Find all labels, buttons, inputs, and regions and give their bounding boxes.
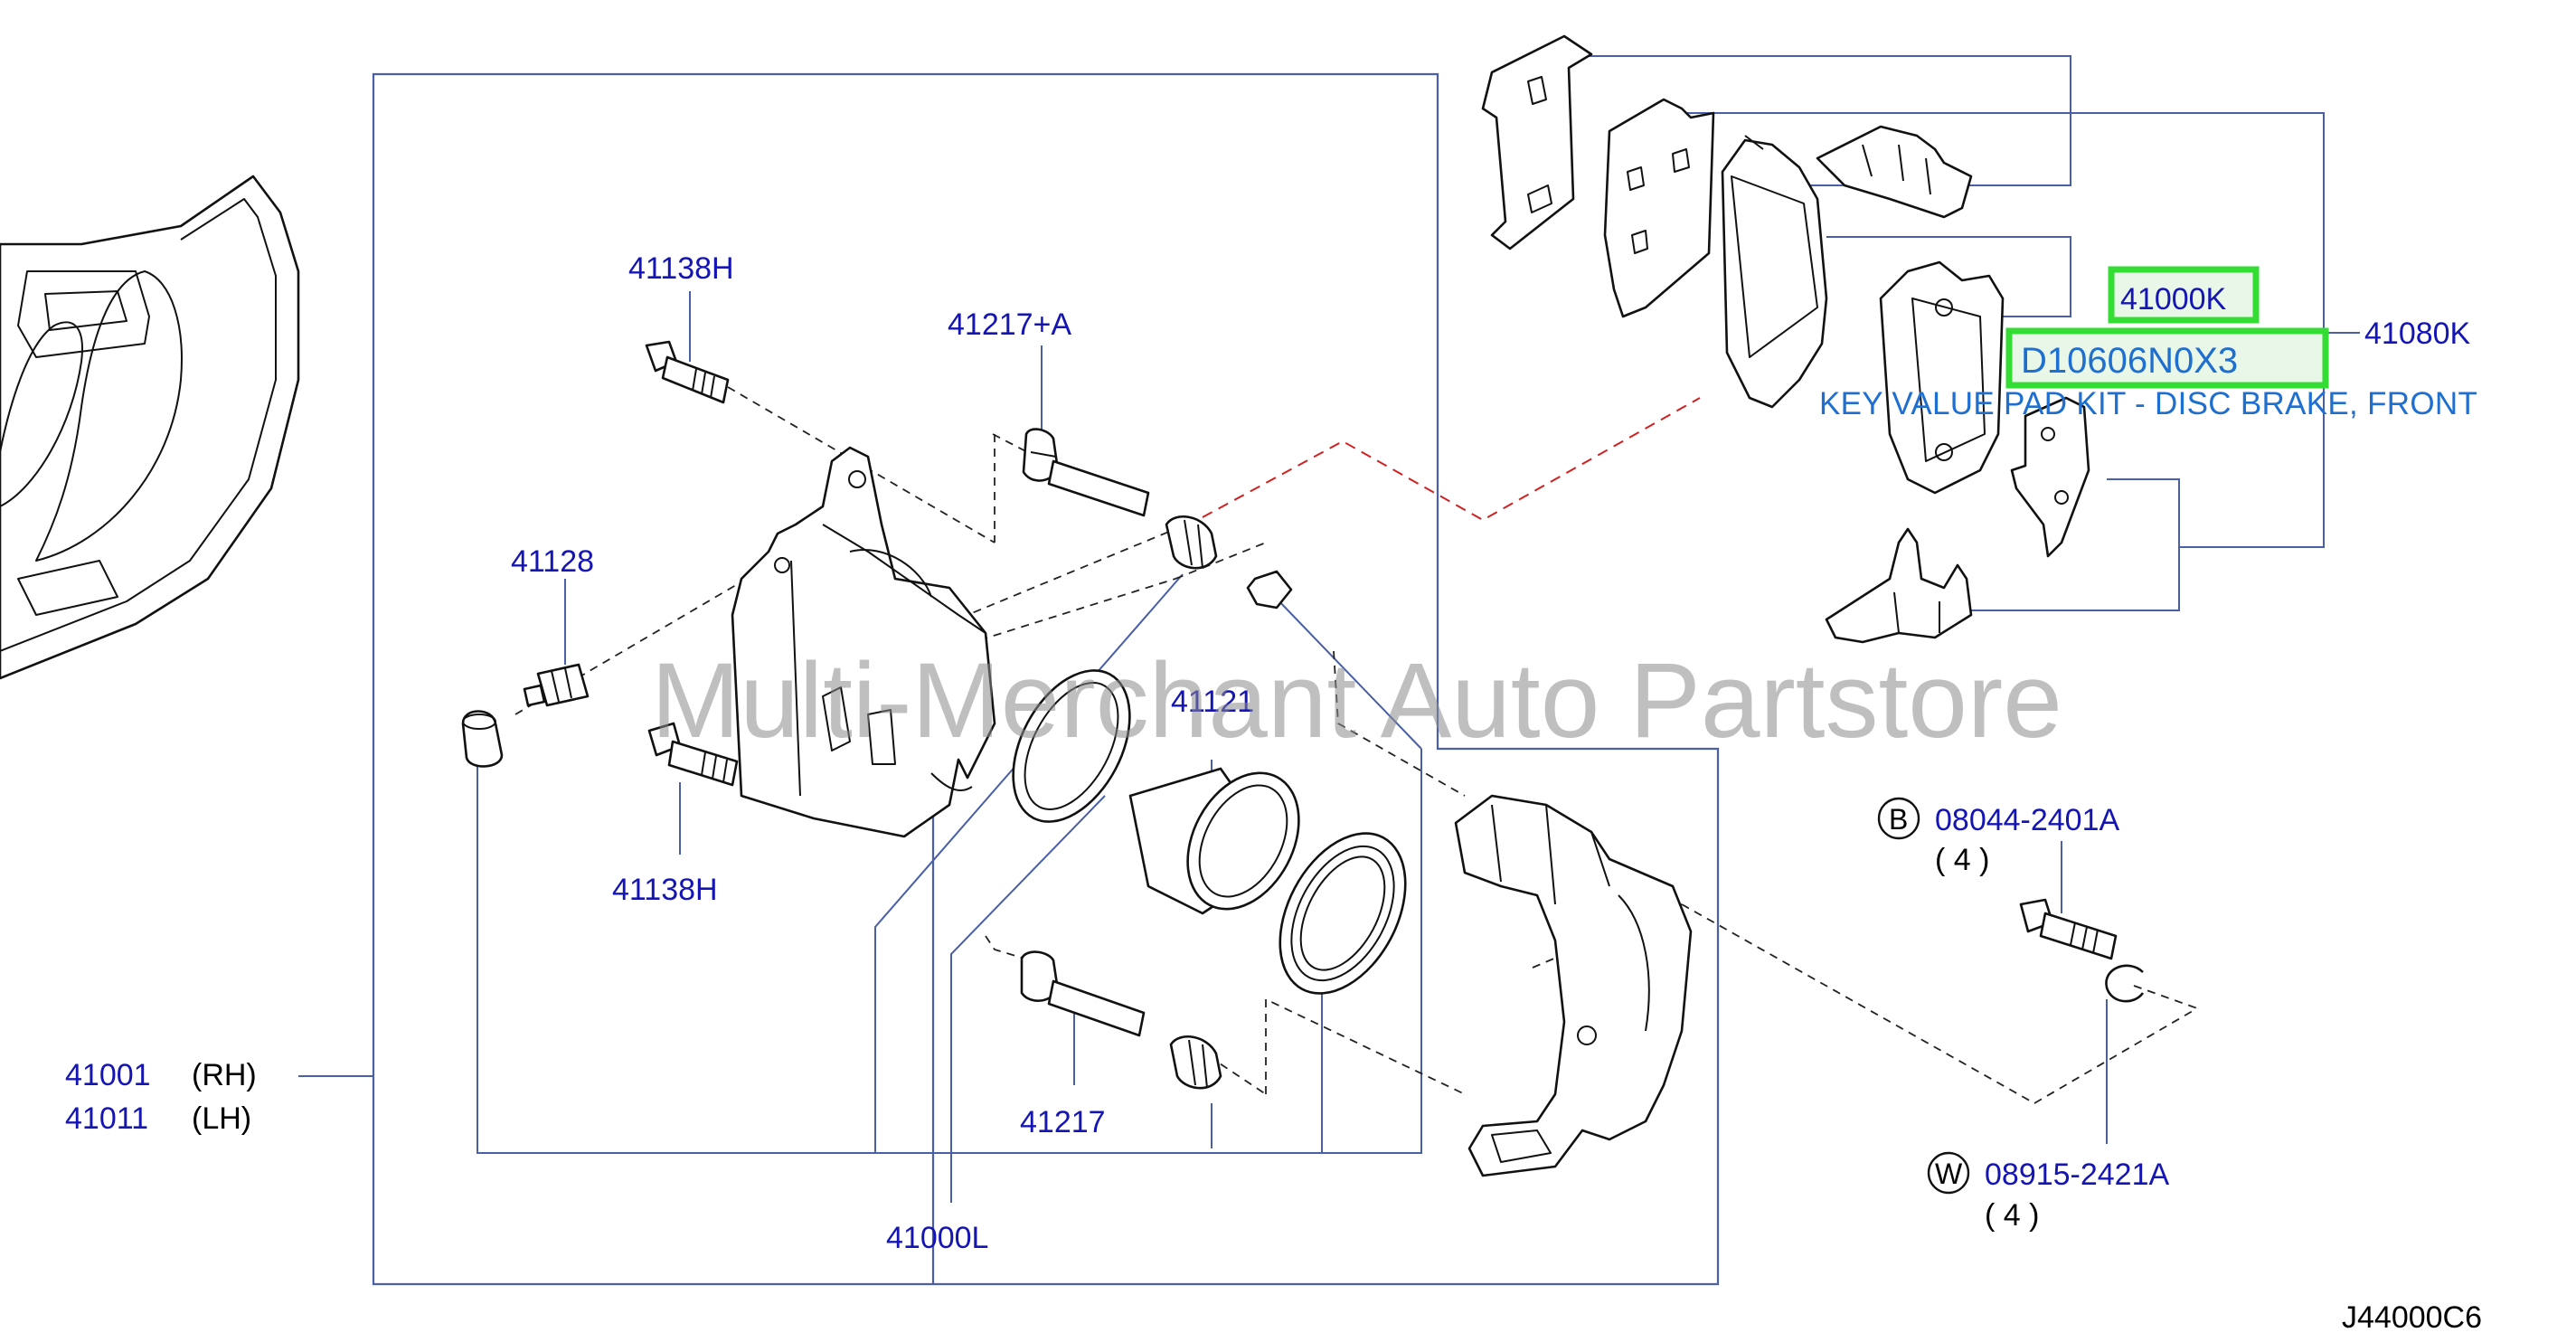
guide-pin-41217-a[interactable]	[1022, 428, 1150, 517]
piston-seal-41121[interactable]	[989, 651, 1154, 842]
label-41217-a[interactable]: 41217+A	[948, 307, 1071, 342]
dust-shield[interactable]	[0, 175, 300, 680]
guide-pin-41217[interactable]	[1020, 950, 1146, 1037]
pin-boot-lower[interactable]	[1169, 1035, 1222, 1090]
label-41080k[interactable]: 41080K	[2364, 317, 2471, 351]
bolt-41138h-top[interactable]	[645, 340, 730, 404]
label-41000l[interactable]: 41000L	[886, 1221, 988, 1255]
brake-pad-outer[interactable]	[1721, 135, 1828, 409]
label-08915-2421a[interactable]: 08915-2421A	[1985, 1158, 2170, 1192]
label-rh: (RH)	[192, 1058, 257, 1092]
highlight-box-pad-set	[2108, 266, 2260, 324]
washer-w-callout[interactable]: W 08915-2421A ( 4 )	[1927, 1151, 2170, 1233]
label-41217[interactable]: 41217	[1020, 1105, 1106, 1139]
pad-clip-top[interactable]	[1816, 125, 1973, 219]
label-bolt-qty: ( 4 )	[1935, 843, 1989, 877]
label-aftermarket-description: KEY VALUE PAD KIT - DISC BRAKE, FRONT	[1819, 386, 2477, 421]
callout-leaders	[298, 291, 2108, 1203]
caliper-assembly-frame	[372, 72, 1720, 1286]
label-lh: (LH)	[192, 1101, 251, 1136]
label-41011[interactable]: 41011	[65, 1101, 148, 1136]
marker-b: B	[1889, 803, 1908, 836]
label-08044-2401a[interactable]: 08044-2401A	[1935, 803, 2120, 837]
pad-clip-bottom[interactable]	[1825, 527, 1973, 644]
lock-washer-08915[interactable]	[2105, 964, 2145, 1003]
brake-pad-inner[interactable]	[1879, 260, 2005, 495]
marker-w-circle	[1927, 1151, 1970, 1195]
mounting-bolt-08044[interactable]	[2019, 898, 2118, 960]
highlight-box-aftermarket	[2005, 327, 2329, 389]
pad-shim-rear[interactable]	[2010, 396, 2090, 558]
pin-boot-upper[interactable]	[1165, 515, 1218, 570]
bolt-b-callout[interactable]: B 08044-2401A ( 4 )	[1877, 797, 2120, 877]
bolt-41138h-bottom[interactable]	[647, 722, 739, 787]
pad-shim-outer[interactable]	[1481, 34, 1593, 250]
label-41121[interactable]: 41121	[1171, 685, 1254, 719]
caliper-bracket[interactable]	[1454, 794, 1693, 1177]
label-41138h-bottom[interactable]: 41138H	[612, 873, 718, 907]
piston[interactable]	[1128, 754, 1321, 929]
label-41000k[interactable]: 41000K	[2120, 282, 2227, 317]
label-aftermarket-code[interactable]: D10606N0X3	[2021, 341, 2238, 381]
bleeder-screw-41128[interactable]	[523, 663, 590, 707]
pad-shim-inner[interactable]	[1603, 98, 1715, 318]
bleeder-cap[interactable]	[461, 710, 504, 768]
pin-boot-small[interactable]	[1246, 570, 1293, 610]
diagram-id: J44000C6	[2342, 1300, 2482, 1335]
piston-boot[interactable]	[1254, 812, 1430, 1015]
label-41128[interactable]: 41128	[511, 544, 594, 579]
label-41138h-top[interactable]: 41138H	[628, 251, 734, 286]
marker-w: W	[1935, 1158, 1963, 1190]
label-washer-qty: ( 4 )	[1985, 1198, 2039, 1233]
marker-b-circle	[1877, 797, 1920, 840]
caliper-body[interactable]	[731, 446, 996, 838]
watermark: Multi-Merchant Auto Partstore	[651, 641, 2062, 761]
label-41001[interactable]: 41001	[65, 1058, 151, 1092]
